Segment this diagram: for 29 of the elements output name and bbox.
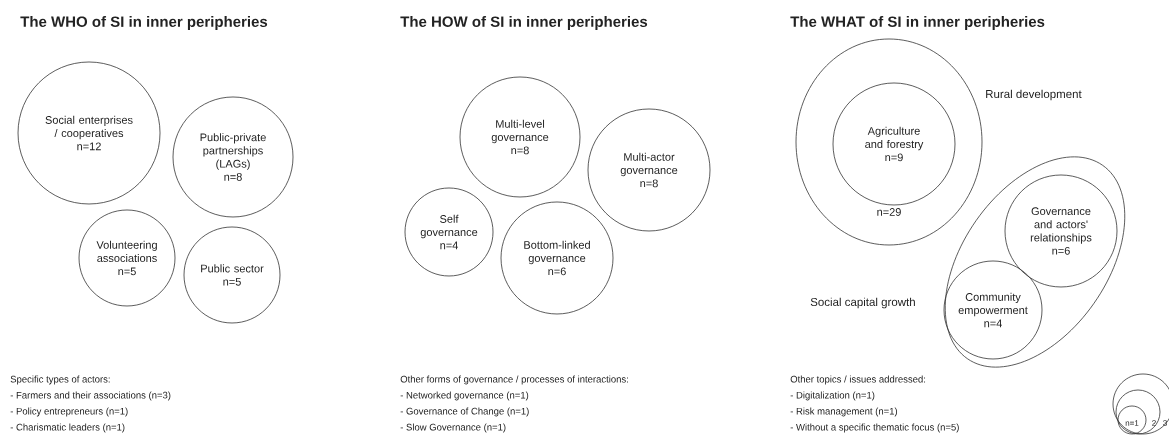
list-text: - Charismatic leaders (n=1)	[10, 423, 125, 433]
list-text: - Farmers and their associations (n=3)	[10, 391, 171, 401]
circle-node: Governance and actors' relationships n=6	[1004, 174, 1118, 288]
circle-node: n=1	[1117, 405, 1147, 435]
circle-node: Volunteering associations n=5	[78, 209, 176, 307]
circle-node: Community empowerment n=4	[943, 260, 1043, 360]
circle-node: Public-private partnerships (LAGs) n=8	[172, 96, 294, 218]
panel-title: The WHO of SI in inner peripheries	[20, 16, 268, 30]
panel-title: The HOW of SI in inner peripheries	[400, 16, 648, 30]
list-text: Other topics / issues addressed:	[790, 375, 925, 385]
topic-label: Rural development	[986, 89, 1082, 101]
circle-node: Bottom-linked governance n=6	[500, 201, 614, 315]
circle-node: Multi-actor governance n=8	[587, 108, 711, 232]
circle-node: Social enterprises / cooperatives n=12	[17, 61, 161, 205]
topic-label: Social capital growth	[810, 297, 915, 309]
circle-node: Multi-level governance n=8	[459, 76, 581, 198]
circle-node: Agriculture and forestry n=9	[832, 82, 956, 206]
circle-node: Public sector n=5	[183, 226, 281, 324]
list-text: Other forms of governance / processes of interactions:	[400, 375, 628, 385]
list-text: - Slow Governance (n=1)	[400, 423, 506, 433]
list-text: - Digitalization (n=1)	[790, 391, 875, 401]
list-text: - Policy entrepreneurs (n=1)	[10, 407, 128, 417]
panel-title: The WHAT of SI in inner peripheries	[790, 16, 1045, 30]
list-text: - Governance of Change (n=1)	[400, 407, 529, 417]
list-text: - Without a specific thematic focus (n=5)	[790, 423, 959, 433]
list-text: Specific types of actors:	[10, 375, 110, 385]
list-text: - Risk management (n=1)	[790, 407, 898, 417]
list-text: - Networked governance (n=1)	[400, 391, 529, 401]
circle-node: Self governance n=4	[404, 187, 494, 277]
